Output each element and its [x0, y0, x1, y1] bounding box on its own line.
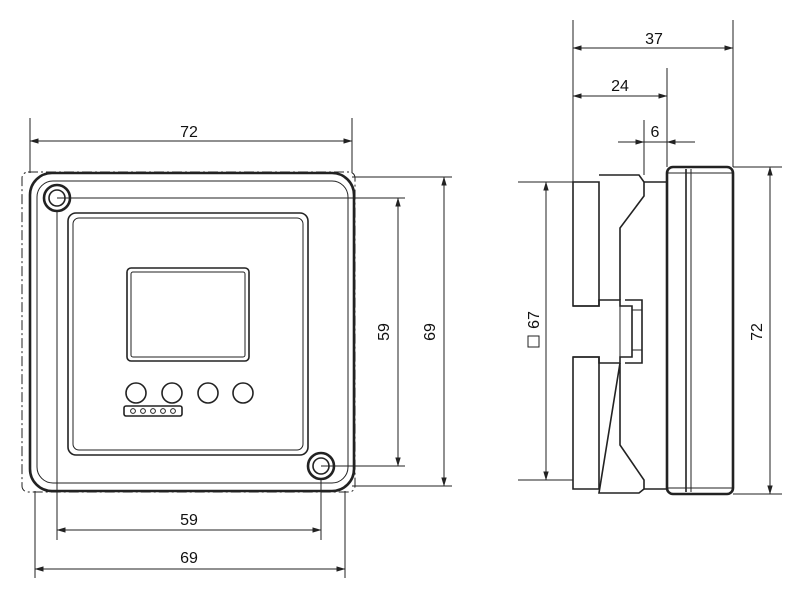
square-symbol — [527, 335, 540, 348]
button-3 — [197, 382, 219, 404]
center-neck — [573, 299, 633, 364]
outer-frame — [28, 171, 356, 493]
front-view: 72 59 69 59 69 — [21, 118, 452, 578]
dim-label-72-front: 72 — [180, 124, 198, 141]
dim-label-72-side: 72 — [749, 323, 766, 341]
side-view: 37 24 6 67 72 — [518, 20, 782, 496]
button-4 — [232, 382, 254, 404]
dim-label-37: 37 — [645, 31, 663, 48]
dim-label-67: 67 — [526, 311, 543, 329]
outer-frame-inner-edge — [36, 180, 349, 484]
clip-tab — [625, 299, 643, 364]
button-1 — [125, 382, 147, 404]
inner-panel — [67, 212, 309, 456]
dim-label-69-horizontal: 69 — [180, 550, 198, 567]
display-window — [126, 267, 250, 362]
display-window-edge — [130, 271, 246, 358]
dim-label-6: 6 — [651, 124, 660, 141]
dim-label-59-vertical: 59 — [376, 323, 393, 341]
dim-label-69-vertical: 69 — [422, 323, 439, 341]
dim-label-59-horizontal: 59 — [180, 512, 198, 529]
dim-label-24: 24 — [611, 78, 629, 95]
front-cover — [665, 165, 735, 496]
button-2 — [161, 382, 183, 404]
cutout-outline — [21, 171, 356, 493]
mounting-base — [572, 181, 600, 490]
inner-panel-edge — [72, 217, 304, 451]
body-housing — [598, 174, 645, 494]
connector — [123, 405, 183, 417]
